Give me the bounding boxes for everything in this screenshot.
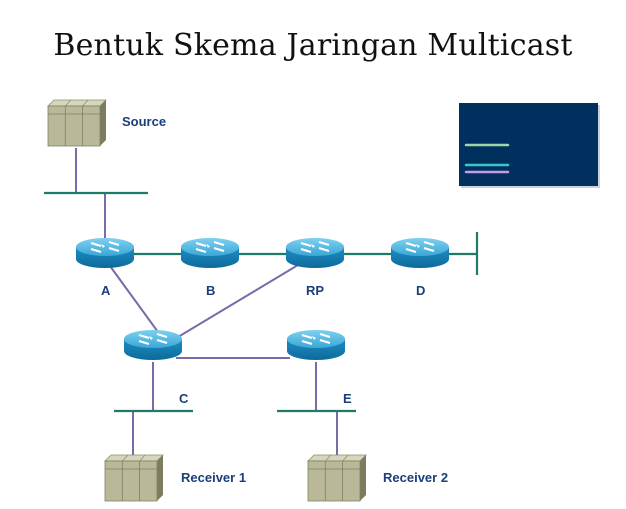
label-receiver1: Receiver 1 [181,470,246,485]
router-d-icon [389,236,451,270]
router-a-icon [74,236,136,270]
label-router-e: E [343,391,352,406]
label-router-rp: RP [306,283,324,298]
router-rp-icon [284,236,346,270]
router-c-icon [122,328,184,362]
source-server-icon [47,99,107,147]
label-router-c: C [179,391,189,406]
receiver1-server-icon [104,454,164,502]
router-e-icon [285,328,347,362]
label-receiver2: Receiver 2 [383,470,448,485]
label-source: Source [122,114,166,129]
link-rp-c [177,264,299,338]
legend [459,103,600,188]
receiver2-server-icon [307,454,367,502]
link-a-c [109,265,159,333]
router-b-icon [179,236,241,270]
label-router-d: D [416,283,425,298]
page-title: Bentuk Skema Jaringan Multicast [53,28,573,63]
label-router-b: B [206,283,215,298]
label-router-a: A [101,283,111,298]
